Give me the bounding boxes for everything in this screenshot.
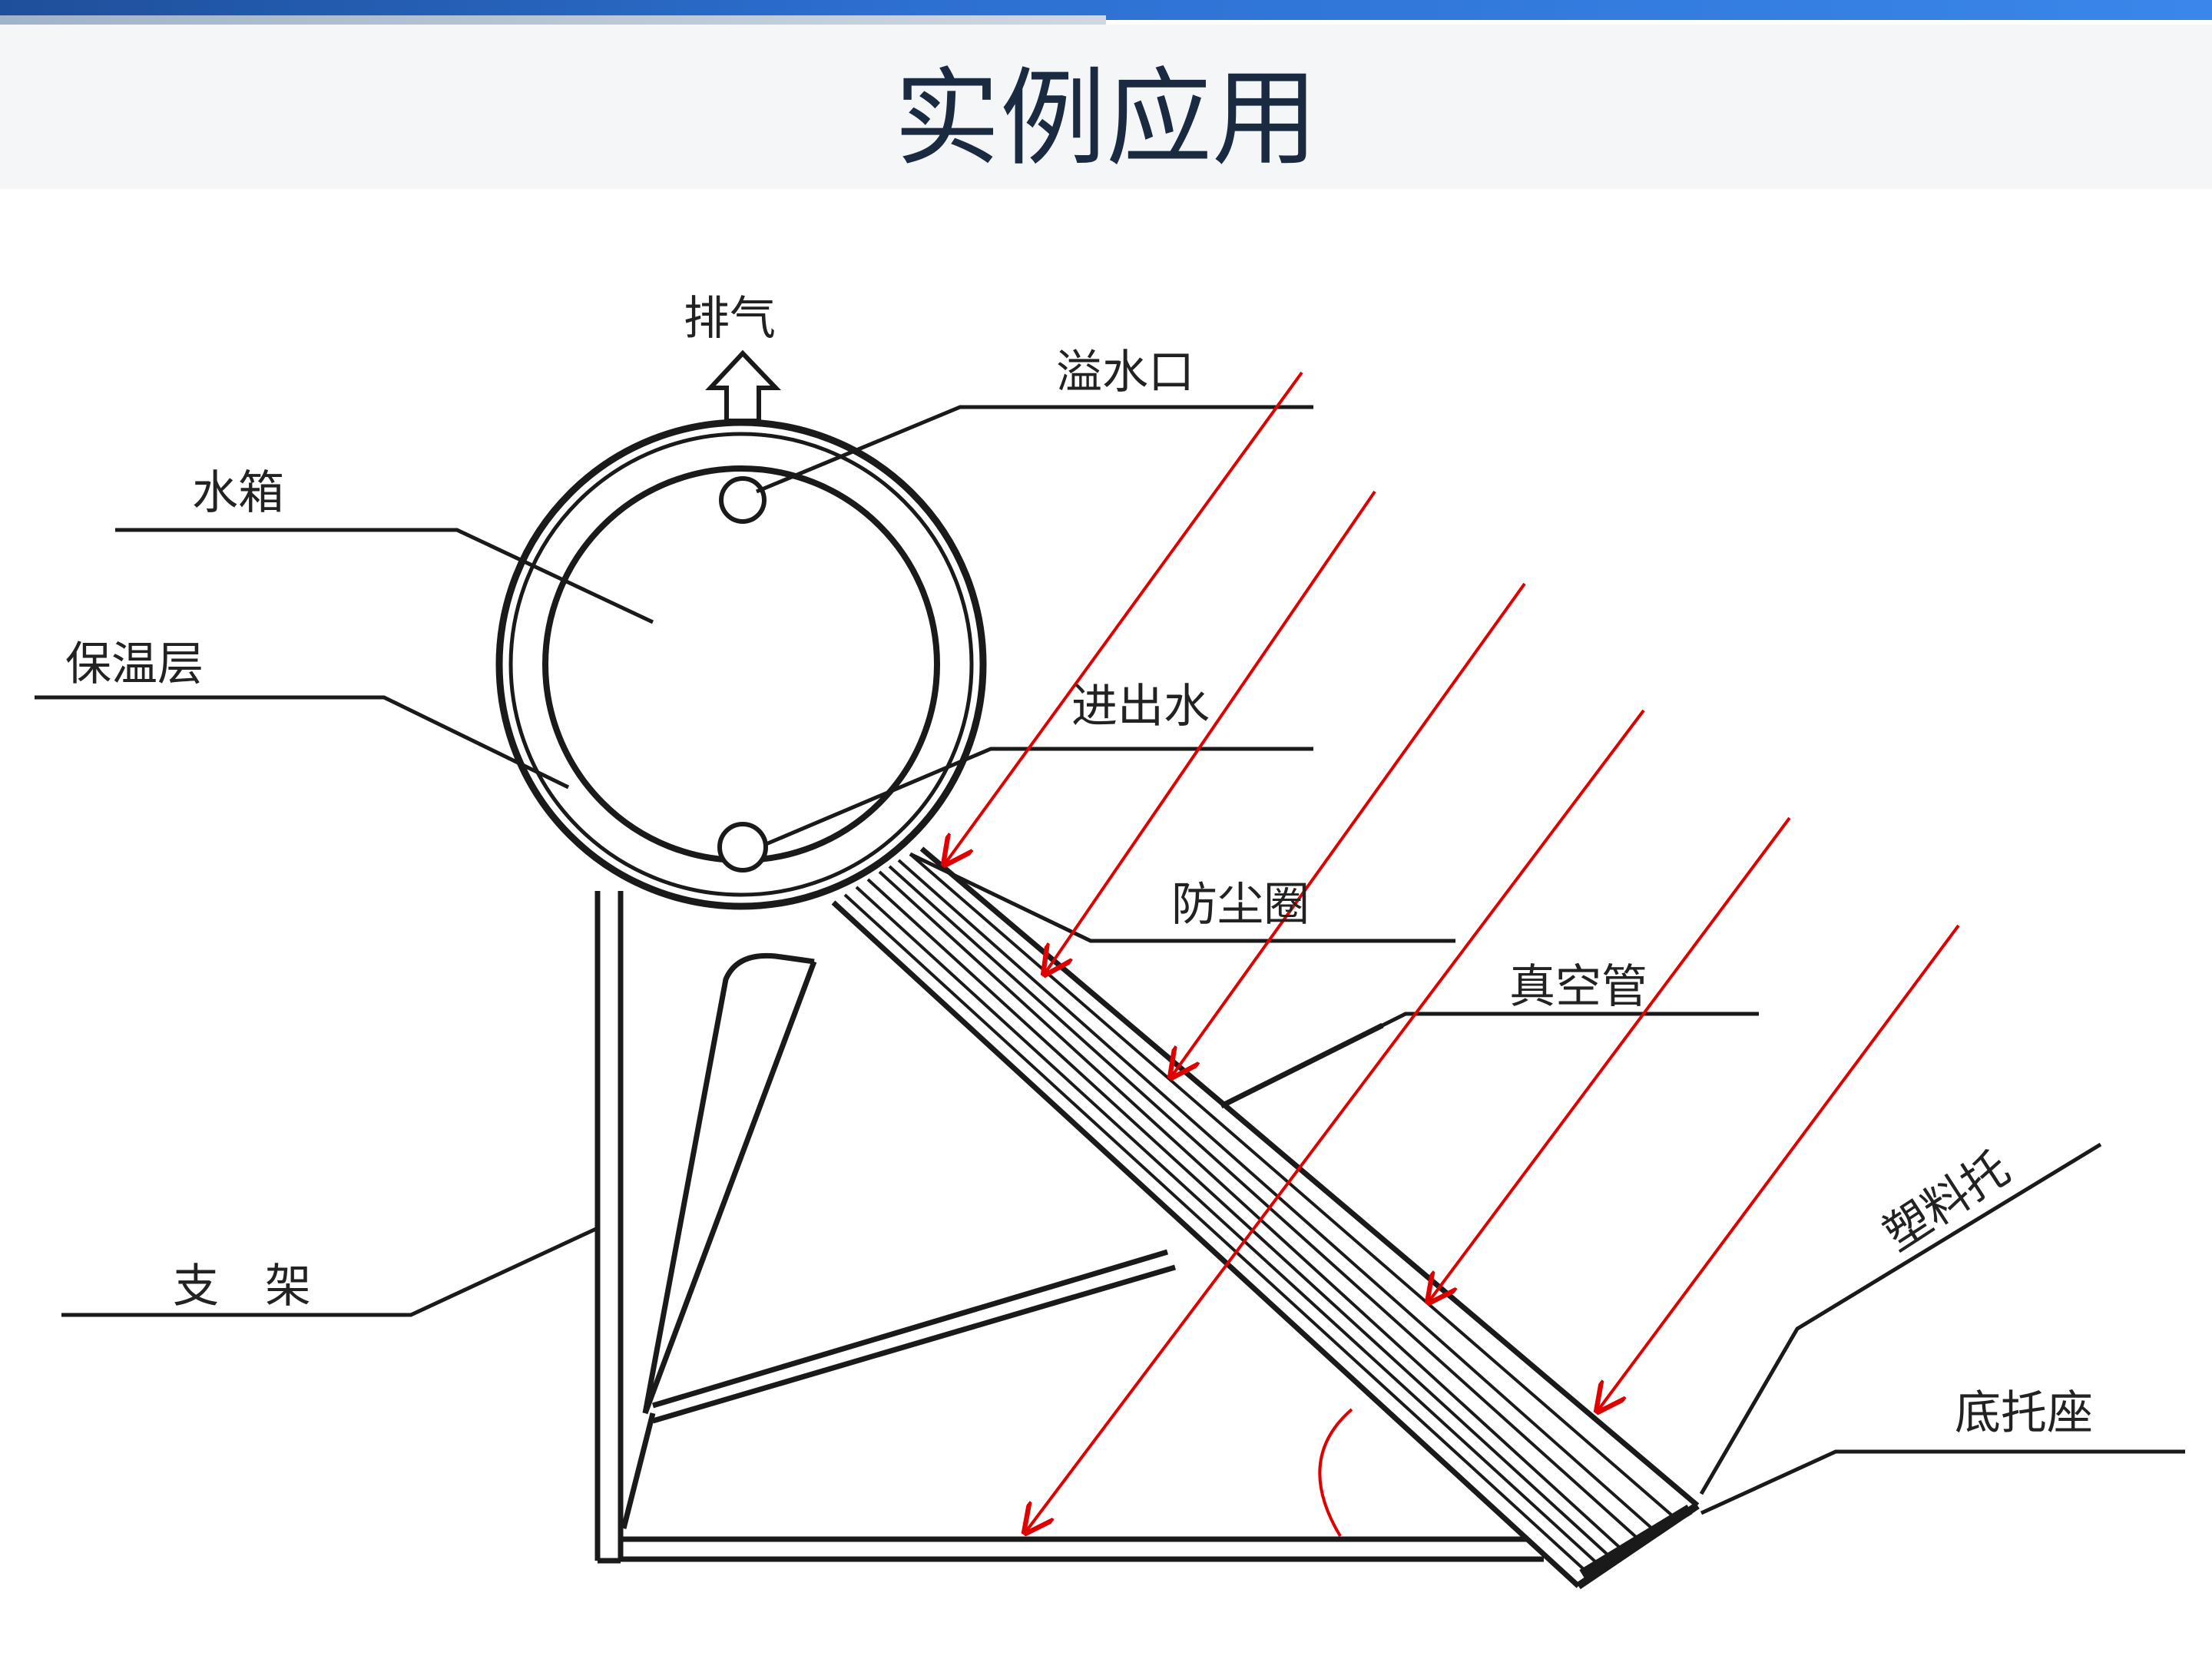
sun-rays [945,371,1960,1536]
label-insulation: 保温层 [65,637,204,691]
support-frame [594,891,1544,1564]
label-bracket: 支 架 [173,1260,311,1313]
label-dust-ring: 防尘圈 [1171,878,1310,932]
page-title: 实例应用 [893,57,1318,180]
leader-lines [35,405,2185,1515]
label-vacuum-tube: 真空管 [1509,960,1647,1014]
label-overflow: 溢水口 [1056,346,1194,399]
top-accent-bar-secondary [0,15,1106,25]
label-tank: 水箱 [192,466,284,520]
diagram-labels: 排气 溢水口 水箱 保温层 进出水 防尘圈 真空管 支 架 底托座 塑料托 [65,292,2093,1440]
label-inlet-outlet: 进出水 [1071,680,1210,733]
header-band [0,25,2212,189]
vacuum-tube-bundle [831,846,1700,1590]
water-tank [495,419,987,910]
label-plastic-holder: 塑料托 [1874,1141,2019,1262]
exhaust-arrow-icon [705,349,782,423]
label-base-holder: 底托座 [1955,1386,2093,1440]
label-exhaust: 排气 [684,292,776,346]
